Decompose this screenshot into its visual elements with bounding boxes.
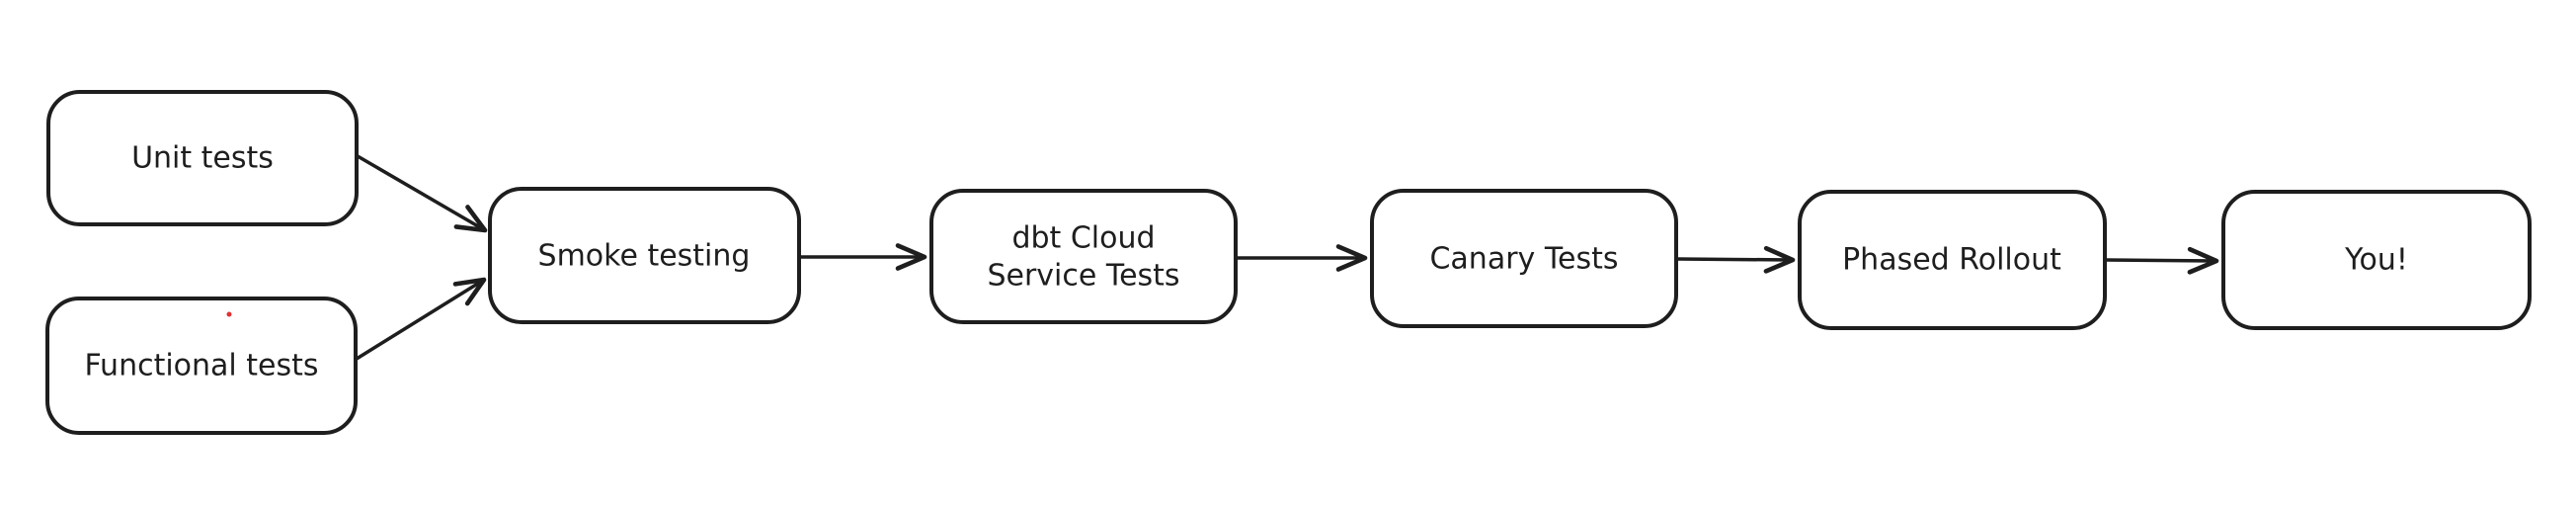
node-phased-rollout-label: Phased Rollout [1842, 243, 2061, 278]
edge-phased-rollout-to-you [2104, 246, 2219, 275]
node-unit-tests-box [46, 90, 359, 226]
stray-red-dot [226, 311, 232, 317]
node-unit-tests: Unit tests [46, 90, 359, 226]
edge-unit-tests-to-smoke-testing [356, 154, 488, 233]
node-functional-tests: Functional tests [45, 297, 358, 435]
node-smoke-testing-label: Smoke testing [538, 239, 751, 274]
node-dbt-cloud-service-tests: dbt Cloud Service Tests [929, 189, 1238, 324]
node-unit-tests-label: Unit tests [131, 141, 274, 176]
node-dbt-cloud-service-tests-box [929, 189, 1238, 324]
edge-functional-tests-to-smoke-testing [355, 277, 487, 361]
node-canary-tests: Canary Tests [1370, 189, 1678, 328]
node-functional-tests-box [45, 297, 358, 435]
node-dbt-cloud-service-tests-label-line1: dbt Cloud [1011, 221, 1155, 256]
node-canary-tests-label: Canary Tests [1429, 242, 1618, 277]
node-functional-tests-label: Functional tests [84, 349, 318, 383]
node-smoke-testing: Smoke testing [488, 187, 801, 324]
node-you: You! [2221, 190, 2532, 330]
node-phased-rollout-box [1798, 190, 2107, 330]
node-smoke-testing-box [488, 187, 801, 324]
node-you-box [2221, 190, 2532, 330]
node-you-label: You! [2344, 243, 2408, 278]
node-dbt-cloud-service-tests-label-line2: Service Tests [987, 259, 1179, 294]
node-canary-tests-box [1370, 189, 1678, 328]
node-phased-rollout: Phased Rollout [1798, 190, 2107, 330]
edge-canary-tests-to-phased-rollout [1675, 245, 1796, 274]
